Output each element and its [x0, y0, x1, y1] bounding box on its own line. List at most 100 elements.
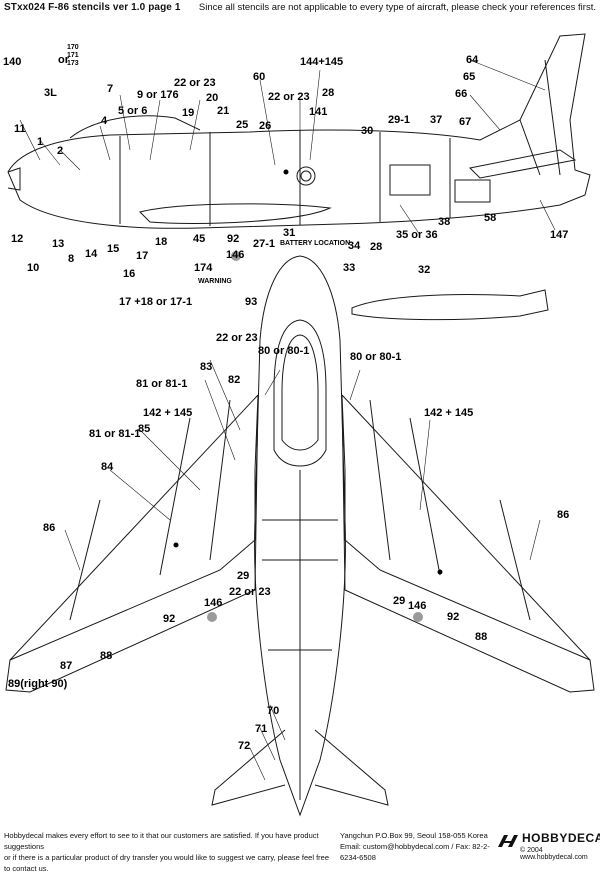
hobbydecal-logo-icon	[498, 835, 518, 847]
callout-144plus145-a: 144+145	[300, 56, 344, 68]
callout-27-1: 27-1	[253, 238, 276, 250]
callout-13: 13	[52, 238, 65, 250]
callout-2: 2	[57, 145, 64, 157]
left-wing-panel	[69, 399, 231, 621]
side-rect-b	[454, 179, 491, 203]
callout-34: 34	[348, 240, 361, 252]
page-title: STxx024 F-86 stencils ver 1.0 page 1	[4, 2, 181, 13]
leader-25	[259, 727, 276, 761]
marker-dot-4	[173, 542, 179, 548]
warning-label: WARNING	[198, 278, 232, 285]
callout-16: 16	[123, 268, 136, 280]
leader-2	[39, 139, 61, 166]
footer-line-2: or if there is a particular product of d…	[4, 853, 330, 873]
leader-6	[149, 99, 161, 161]
callout-93: 93	[245, 296, 258, 308]
callout-142plus145-b: 142 + 145	[424, 407, 474, 419]
leader-12	[469, 94, 501, 131]
side-wing-root	[139, 203, 332, 224]
callout-140: 140	[3, 56, 22, 68]
leader-1	[19, 119, 41, 161]
callout-25: 25	[236, 119, 249, 131]
callout-11: 11	[14, 123, 26, 135]
callout-45: 45	[193, 233, 206, 245]
callout-20: 20	[206, 92, 219, 104]
callout-14: 14	[85, 248, 98, 260]
callout-15: 15	[107, 243, 120, 255]
callout-10: 10	[27, 262, 40, 274]
callout-171: 171	[67, 52, 79, 59]
side-stabilizer	[468, 149, 577, 179]
brand-name: HOBBYDECAL	[522, 831, 600, 845]
top-cockpit	[281, 334, 319, 451]
footer-contact: Yangchun P.O.Box 99, Seoul 158-055 Korea…	[340, 830, 492, 863]
callout-38: 38	[438, 216, 451, 228]
callout-28-b: 28	[370, 241, 383, 253]
battery-label: BATTERY LOCATION	[280, 240, 351, 247]
callout-17-a: 17	[136, 250, 149, 262]
callout-22or23-c: 22 or 23	[216, 332, 258, 344]
callout-9or176: 9 or 176	[137, 89, 179, 101]
callout-or: or	[58, 54, 69, 66]
callout-87: 87	[60, 660, 73, 672]
callout-82: 82	[228, 374, 241, 386]
callout-84: 84	[101, 461, 114, 473]
callout-37: 37	[430, 114, 443, 126]
side-rect-a	[389, 164, 431, 196]
callout-70: 70	[267, 705, 280, 717]
callout-85: 85	[138, 423, 151, 435]
header-note: Since all stencils are not applicable to…	[198, 2, 596, 13]
callout-147: 147	[550, 229, 569, 241]
side-fuselage-outline	[7, 33, 591, 229]
marker-dot-5	[437, 569, 443, 575]
leader-5	[119, 94, 131, 151]
leader-20	[529, 519, 541, 561]
leader-23	[264, 369, 281, 396]
callout-81or81-1-b: 81 or 81-1	[89, 428, 141, 440]
left-leading-edge	[9, 394, 259, 661]
callout-80or80-1-b: 80 or 80-1	[350, 351, 402, 363]
top-fuselage-outline	[254, 255, 346, 817]
leader-10	[309, 69, 321, 161]
callout-65: 65	[463, 71, 476, 83]
leader-8	[259, 79, 276, 166]
leader-16	[204, 379, 236, 461]
callout-29-b: 29	[393, 595, 406, 607]
callout-71: 71	[255, 723, 268, 735]
callout-22or23-d: 22 or 23	[229, 586, 271, 598]
callout-31: 31	[283, 227, 296, 239]
callout-22or23-a: 22 or 23	[174, 77, 216, 89]
footer-disclaimer: Hobbydecal makes every effort to see to …	[4, 830, 334, 874]
side-roundel	[296, 166, 316, 186]
callout-21: 21	[217, 105, 230, 117]
right-wing-panel	[369, 399, 531, 621]
callout-146-b: 146	[204, 597, 223, 609]
right-leading-edge	[341, 394, 591, 661]
callout-86-b: 86	[557, 509, 570, 521]
callout-29-a: 29	[237, 570, 250, 582]
callout-86-a: 86	[43, 522, 56, 534]
callout-17plus18: 17 +18 or 17-1	[119, 296, 193, 308]
side-intake	[7, 167, 21, 191]
callout-92-b: 92	[163, 613, 176, 625]
callout-32: 32	[418, 264, 431, 276]
marker-dot-3	[413, 612, 423, 622]
callout-170: 170	[67, 44, 79, 51]
callout-35or36: 35 or 36	[396, 229, 438, 241]
callout-60: 60	[253, 71, 266, 83]
callout-12: 12	[11, 233, 24, 245]
leader-15	[209, 359, 241, 431]
leader-11	[469, 59, 546, 91]
footer-email-fax: Email: custom@hobbydecal.com / Fax: 82-2…	[340, 842, 490, 862]
callout-28-a: 28	[322, 87, 335, 99]
callout-26: 26	[259, 120, 272, 132]
leader-21	[419, 419, 431, 511]
callout-33: 33	[343, 262, 356, 274]
top-canopy	[273, 319, 327, 467]
tail-plane	[211, 729, 389, 806]
right-wing	[341, 394, 595, 693]
callout-1: 1	[37, 136, 44, 148]
callout-58: 58	[484, 212, 497, 224]
leader-7	[189, 99, 201, 151]
f86-stencil-drawing	[5, 33, 595, 817]
